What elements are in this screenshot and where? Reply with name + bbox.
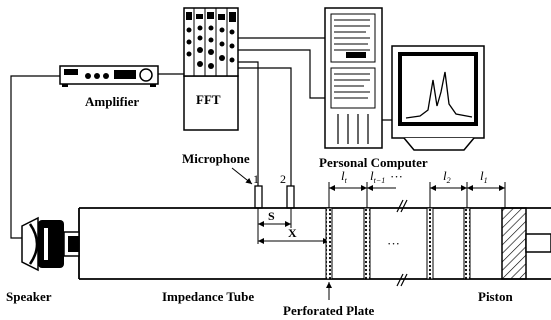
perforated-plate-2 bbox=[426, 207, 434, 280]
perforated-plate-label: Perforated Plate bbox=[283, 303, 375, 318]
fft-analyzer bbox=[183, 7, 239, 131]
computer-tower bbox=[324, 7, 383, 149]
dim-l-2: l2 bbox=[443, 168, 451, 185]
mic2-number: 2 bbox=[280, 172, 286, 186]
spectrum-curve bbox=[405, 71, 473, 119]
impedance-tube bbox=[78, 207, 551, 280]
amplifier-speaker-wire bbox=[10, 75, 60, 239]
x-label: X bbox=[288, 226, 297, 240]
microphone-2 bbox=[286, 185, 295, 209]
speaker-label: Speaker bbox=[6, 289, 52, 304]
microphone-1 bbox=[254, 185, 263, 209]
perforated-plate-t bbox=[325, 207, 333, 280]
s-label: S bbox=[268, 209, 275, 223]
impedance-tube-label: Impedance Tube bbox=[162, 289, 254, 304]
dim-l-t: lt bbox=[341, 168, 348, 185]
top-ellipsis: ··· bbox=[390, 169, 403, 184]
amplifier bbox=[59, 65, 159, 87]
spacing-dimensions bbox=[328, 182, 506, 208]
microphone-label: Microphone bbox=[182, 151, 250, 166]
piston bbox=[501, 207, 551, 280]
computer-monitor bbox=[391, 45, 485, 151]
dim-l-1: l1 bbox=[480, 168, 488, 185]
fft-computer-wire-2 bbox=[238, 49, 338, 99]
dim-l-t-minus-1: lt−1 bbox=[370, 168, 385, 185]
perforated-plate-1 bbox=[463, 207, 471, 280]
mic1-number: 1 bbox=[253, 172, 259, 186]
tube-ellipsis: ··· bbox=[387, 236, 400, 251]
personal-computer-label: Personal Computer bbox=[319, 155, 428, 170]
amplifier-label: Amplifier bbox=[85, 94, 139, 109]
fft-mic2-wire bbox=[238, 67, 292, 188]
tube-break-marks bbox=[396, 199, 408, 287]
fft-label: FFT bbox=[196, 92, 221, 107]
perforated-plate-t1 bbox=[363, 207, 371, 280]
speaker bbox=[21, 216, 80, 272]
fft-mic1-wire bbox=[238, 61, 259, 188]
piston-label: Piston bbox=[478, 289, 513, 304]
microphone-pointer bbox=[231, 167, 253, 185]
